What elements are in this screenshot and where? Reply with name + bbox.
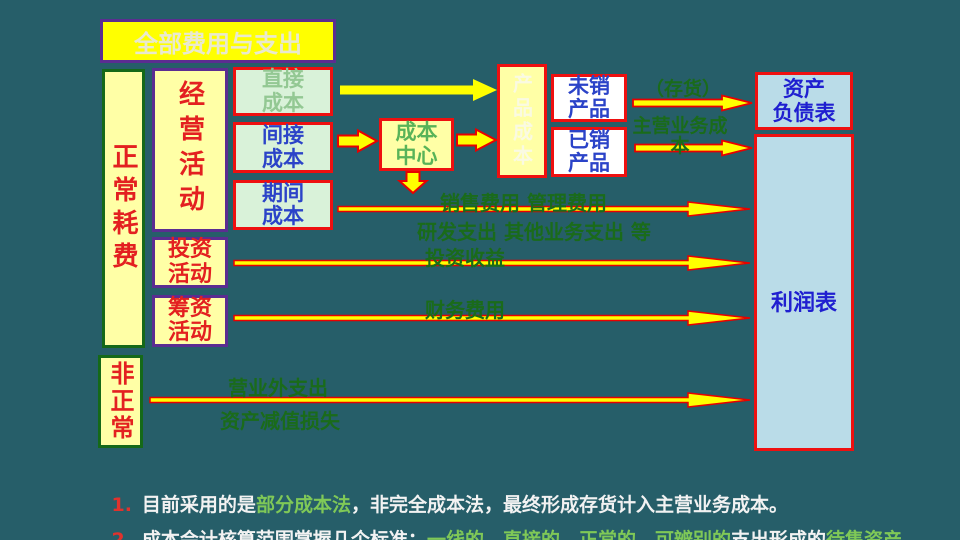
arrow-costcenter-down [396,171,430,195]
normal-consumption-box: 正常耗费 [102,69,145,348]
note-1-text-2: ，非完全成本法，最终形成存货计入主营业务成本。 [350,494,788,516]
arrow-inventory [632,94,753,112]
impairment-loss-label: 资产减值损失 [220,409,340,433]
arrow-financing [233,310,751,326]
note-1-highlight: 部分成本法 [255,494,351,516]
note-2-text: 成本会计核算范围掌握几个标准： [141,529,427,540]
indirect-cost-box: 间接 成本 [233,122,333,173]
note-2-period: 。 [901,529,921,540]
period-cost-box: 期间 成本 [233,180,333,230]
income-statement-label: 利润表 [770,291,837,316]
note-1-text: 目前采用的是 [141,494,256,516]
cost-center-box: 成本 中心 [379,118,454,171]
abnormal-box: 非正常 [98,355,143,448]
title-box: 全部费用与支出 [100,19,336,63]
inventory-label: （存货） [645,78,722,100]
note-1: 1. 目前采用的是部分成本法，非完全成本法，最终形成存货计入主营业务成本。 [85,468,788,539]
note-2-text-2: 支出形成的 [730,529,826,540]
income-statement-box: 利润表 [754,134,854,451]
arrow-indirect-to-costcenter [337,128,380,154]
balance-sheet-box: 资产 负债表 [755,72,853,130]
arrow-investing [233,255,751,271]
arrow-period-cost [337,201,751,217]
investing-activities-box: 投资 活动 [152,237,228,288]
sold-product-box: 已销 产品 [551,127,627,177]
note-2: 2. 成本会计核算范围掌握几个标准：一线的、直接的、正常的、可辨别的支出形成的待售… [85,503,921,540]
arrow-direct-to-product [340,79,497,101]
investment-income-label: 投资收益 [425,246,505,270]
note-1-number: 1. [111,494,132,516]
note-2-highlight: 待售资产 [825,529,902,540]
operating-activities-box: 经营活动 [152,68,228,232]
product-cost-box: 产品成本 [497,64,547,178]
selling-admin-label: 销售费用 管理费用 [440,191,607,215]
arrow-main-business-cost [634,139,753,157]
unsold-product-box: 未销 产品 [551,74,627,122]
arrow-abnormal [149,392,751,408]
rd-other-label: 研发支出 其他业务支出 等 [417,220,651,244]
arrow-costcenter-to-product [456,127,499,153]
note-2-criteria: 一线的、直接的、正常的、可辨别的 [426,529,731,540]
main-business-cost-label: 主营业务成本 [632,115,728,157]
note-2-number: 2. [111,529,132,540]
non-operating-expense-label: 营业外支出 [228,376,328,400]
finance-expense-label: 财务费用 [425,298,505,322]
direct-cost-box: 直接 成本 [233,67,333,116]
financing-activities-box: 筹资 活动 [152,295,228,347]
